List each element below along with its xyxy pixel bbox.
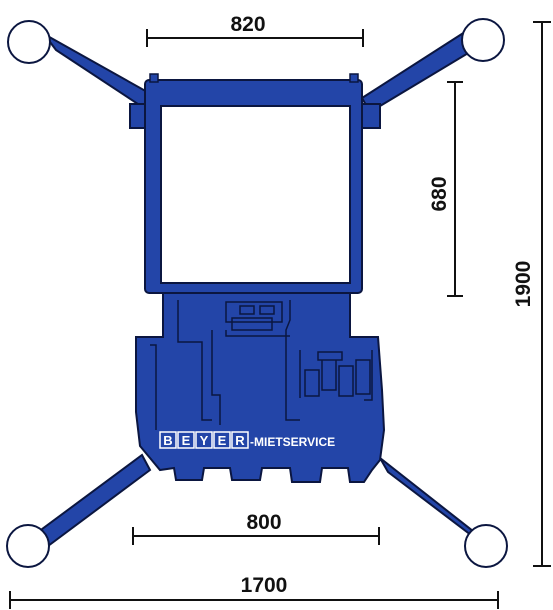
chassis: [135, 292, 386, 483]
brand-suffix: -MIETSERVICE: [250, 435, 335, 449]
dimension-label-total-width: 1700: [241, 574, 288, 597]
brand-letter: Y: [200, 433, 209, 448]
dimension-label-inner-height: 680: [428, 176, 451, 211]
chassis-details: [150, 300, 373, 430]
foot-bottom-right: [464, 524, 508, 568]
brand-letter: E: [182, 433, 191, 448]
foot-top-left: [7, 20, 51, 64]
platform-hinge: [349, 73, 359, 83]
brand-logo: B E Y E R -MIETSERVICE: [159, 431, 335, 449]
platform: [144, 73, 363, 294]
dimension-label-bottom-width: 800: [246, 511, 281, 534]
platform-window: [160, 105, 351, 284]
dimension-inner-height: [447, 81, 463, 297]
dimension-label-total-height: 1900: [512, 261, 535, 308]
brand-letter: E: [218, 433, 227, 448]
brand-letter-boxes: [159, 431, 249, 449]
dimension-total-height: [533, 21, 551, 567]
outrigger-arms: [28, 28, 489, 554]
arm-top-left: [43, 33, 160, 114]
brand-letter: R: [235, 433, 245, 448]
control-blocks: [304, 351, 371, 397]
platform-hinge: [149, 73, 159, 83]
outrigger-feet: [6, 18, 508, 568]
dimension-total-width: [9, 591, 499, 609]
dimension-top-width: [146, 29, 364, 47]
dimension-bottom-width: [132, 527, 380, 545]
foot-top-right: [461, 18, 505, 62]
dimension-label-top-width: 820: [230, 13, 265, 36]
foot-bottom-left: [6, 524, 50, 568]
brand-letter: B: [163, 433, 172, 448]
